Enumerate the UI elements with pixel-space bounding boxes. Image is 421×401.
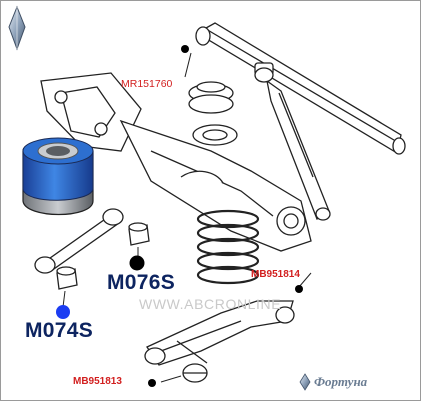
lower-trailing-arm [144, 300, 295, 383]
diamond-brand-icon [299, 373, 311, 391]
axle-housing [40, 72, 312, 252]
brand-name: Фортуна [314, 374, 368, 389]
marker-m074s [56, 305, 70, 319]
shock-absorber [254, 62, 331, 221]
marker-mr151760 [181, 45, 189, 53]
marker-mb951813 [148, 379, 156, 387]
label-mb951813: MB951813 [73, 376, 122, 387]
bushing-m076s [128, 222, 150, 246]
label-m074s: M074S [25, 319, 94, 342]
label-mr151760: MR151760 [121, 78, 173, 90]
coil-spring [196, 209, 260, 285]
bushing-m074s [56, 266, 78, 290]
label-m076s: M076S [107, 271, 176, 294]
part-markers [56, 45, 303, 387]
label-mb951814: MB951814 [251, 269, 300, 280]
marker-m076s [129, 255, 145, 271]
upper-control-rod [195, 22, 406, 155]
watermark-text: WWW.ABCRONLINE [139, 296, 282, 312]
lateral-rod [34, 208, 124, 274]
highlighted-bushing [22, 137, 94, 215]
marker-mb951814 [295, 285, 303, 293]
diamond-logo-icon [8, 5, 26, 51]
spring-seat [188, 81, 238, 146]
brand-logo: Фортуна [299, 373, 367, 391]
